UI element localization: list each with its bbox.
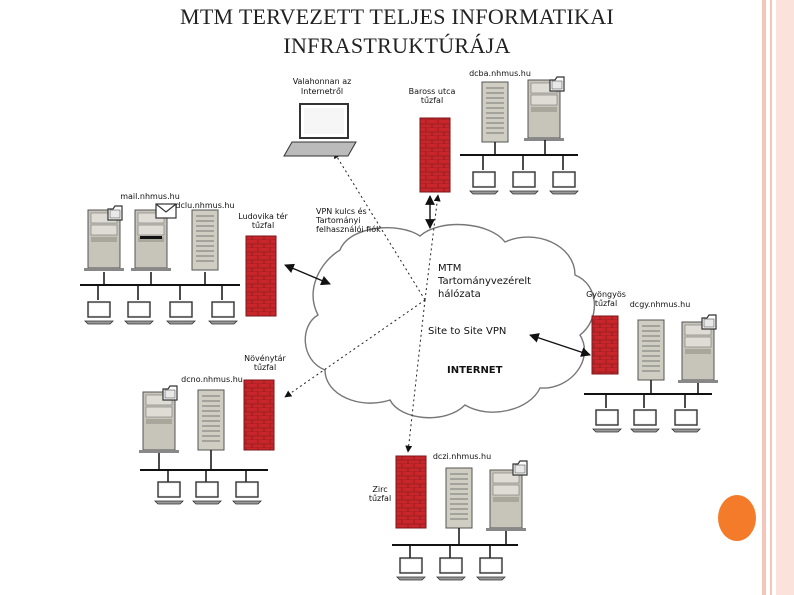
right-border-stripe-thin	[770, 0, 772, 595]
baross-label-2: tűzfal	[421, 96, 443, 105]
gyongyos-label-1: Gyöngyös	[586, 290, 626, 299]
ludovika-site	[80, 203, 277, 325]
firewall-links	[284, 195, 591, 357]
zirc-site	[392, 455, 528, 581]
right-border-stripe	[762, 0, 766, 595]
mail-envelope-icon	[155, 203, 177, 219]
remote-label-2: Internetről	[301, 87, 343, 96]
remote-laptop	[283, 103, 357, 157]
title-line-1: MTM TERVEZETT TELJES INFORMATIKAI	[179, 4, 615, 29]
orange-decoration-dot	[718, 495, 756, 541]
right-border-band	[776, 0, 794, 595]
zirc-label-2: tűzfal	[369, 494, 391, 503]
novenytar-site	[138, 379, 275, 505]
internet-label: INTERNET	[447, 365, 503, 376]
vpn-label-1: VPN kulcs és	[316, 206, 367, 216]
baross-site	[419, 76, 579, 195]
remote-label-1: Valahonnan az	[293, 77, 352, 86]
domain-label-1: MTM	[438, 263, 461, 274]
mail-label: mail.nhmus.hu	[120, 192, 180, 201]
dcno-label: dcno.nhmus.hu	[181, 375, 243, 384]
ludovika-label-1: Ludovika tér	[238, 211, 288, 221]
vpn-connection-lines	[284, 151, 441, 453]
dcgy-label: dcgy.nhmus.hu	[630, 300, 691, 309]
dclu-label: dclu.nhmus.hu	[175, 201, 234, 210]
dcba-label: dcba.nhmus.hu	[469, 69, 531, 78]
site-vpn-label: Site to Site VPN	[428, 326, 506, 337]
baross-label-1: Baross utca	[409, 87, 456, 96]
zirc-label-1: Zirc	[372, 485, 387, 494]
title-line-2: INFRASTRUKTÚRÁJA	[283, 33, 511, 58]
domain-label-2: Tartományvezérelt	[437, 275, 531, 287]
gyongyos-label-2: tűzfal	[595, 299, 617, 308]
novenytar-label-1: Növénytár	[244, 353, 286, 363]
gyongyos-site	[584, 314, 719, 433]
dczi-label: dczi.nhmus.hu	[433, 452, 491, 461]
domain-label-3: hálózata	[438, 288, 481, 300]
vpn-label-2: Tartományi	[315, 216, 361, 225]
ludovika-label-2: tűzfal	[252, 221, 274, 230]
page-title: MTM TERVEZETT TELJES INFORMATIKAI INFRAS…	[0, 2, 794, 60]
internet-cloud	[304, 223, 596, 419]
novenytar-label-2: tűzfal	[254, 363, 276, 372]
vpn-label-3: felhasználói fiók	[316, 224, 381, 234]
